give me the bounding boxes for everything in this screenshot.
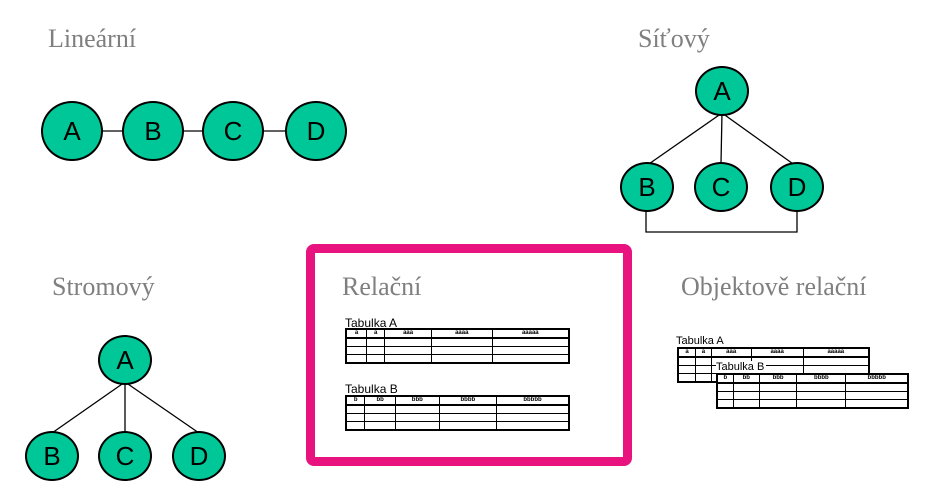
network-title: Síťový [638, 24, 710, 53]
table-header-cell: a [677, 347, 697, 358]
network-edge-bd [645, 210, 798, 233]
object-relational-table-b-label: Tabulka B [716, 361, 767, 373]
network-node-b: B [620, 162, 674, 212]
table-header-cell: bbbbb [845, 373, 909, 384]
tree-edge-ad [124, 381, 200, 434]
table-header-cell: a [695, 347, 712, 358]
table-header-cell: b [345, 395, 366, 406]
table-header-cell: bbb [758, 373, 798, 384]
object-relational-table-a-label: Tabulka A [676, 335, 724, 347]
linear-node-b: B [122, 101, 184, 161]
network-edge-ac [720, 112, 723, 164]
network-node-c: C [694, 162, 748, 212]
table-header-cell: b [716, 373, 734, 384]
table-header-cell: aaa [710, 347, 752, 358]
table-header-cell: a [365, 328, 386, 339]
linear-node-d: D [285, 101, 347, 161]
linear-node-a: A [41, 101, 103, 161]
tree-node-c: C [98, 431, 152, 481]
relational-table-a-label: Tabulka A [345, 316, 398, 330]
network-edge-ab [645, 112, 723, 167]
object-relational-title: Objektově relační [681, 272, 867, 301]
network-node-a: A [695, 66, 749, 116]
table-header-cell: aaaa [430, 328, 493, 339]
relational-highlight-frame [306, 244, 632, 466]
table-header-cell: bbb [394, 395, 440, 406]
table-header-cell: aaaaa [802, 347, 870, 358]
table-header-cell: aaaa [750, 347, 804, 358]
tree-node-a: A [98, 335, 152, 385]
linear-title: Lineární [48, 24, 137, 53]
network-node-d: D [770, 162, 824, 212]
network-edge-ad [721, 112, 797, 167]
table-header-cell: bb [364, 395, 396, 406]
relational-table-b-label: Tabulka B [345, 382, 398, 396]
tree-node-d: D [172, 431, 226, 481]
object-relational-table-b: b bb bbb bbbb bbbbb [716, 373, 909, 409]
table-header-cell: aaa [384, 328, 432, 339]
table-header-cell: a [345, 328, 367, 339]
relational-title: Relační [342, 272, 422, 301]
tree-node-b: B [25, 431, 79, 481]
linear-node-c: C [202, 101, 264, 161]
table-header-cell: aaaaa [491, 328, 570, 339]
table-header-cell: bbbb [438, 395, 497, 406]
table-header-cell: bb [732, 373, 760, 384]
table-header-cell: bbbb [796, 373, 847, 384]
relational-table-a: a a aaa aaaa aaaaa [345, 328, 570, 364]
table-header-cell: bbbbb [495, 395, 570, 406]
tree-edge-ab [51, 381, 126, 434]
tree-title: Stromový [52, 272, 155, 301]
relational-table-b: b bb bbb bbbb bbbbb [345, 395, 570, 431]
